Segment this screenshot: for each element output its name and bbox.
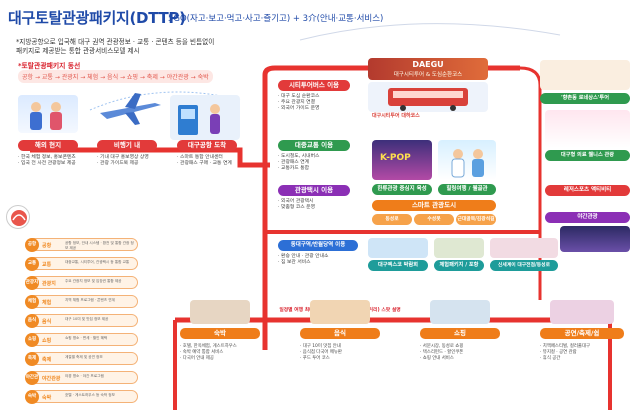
daegu-signboard: DAEGU 대구시티투어 & 도심순환코스 xyxy=(368,58,488,80)
legend-desc: 지역 체험 프로그램 · 콘텐츠 연계 xyxy=(65,298,137,303)
public-transit-detail: · 도시철도, 시내버스· 관광패스 연계· 교통카드 통합 xyxy=(278,154,358,173)
legend-label: 축제 xyxy=(42,356,51,363)
farm-tour-photo xyxy=(540,60,630,90)
legend-desc: 쇼핑 명소 · 면세 · 할인 혜택 xyxy=(65,336,137,341)
airplane-icon xyxy=(95,85,165,130)
legend-label: 숙박 xyxy=(42,394,51,401)
expo-photo xyxy=(368,238,428,258)
legend-label: 체험 xyxy=(42,299,51,306)
dongdaegu-detail: · 환승 안내 · 관광 안내소· 짐 보관 서비스 xyxy=(278,254,363,266)
legend-label: 교통 xyxy=(42,261,51,268)
legend-desc: 대구 10미 및 맛집 정보 제공 xyxy=(65,317,137,322)
doctor-icon xyxy=(438,140,496,180)
city-tour-detail: · 대구 도심 순환코스· 주요 관광지 연결· 외국어 가이드 운영 xyxy=(278,94,358,113)
logo-badge xyxy=(6,205,30,229)
airplane-illustration xyxy=(95,85,165,130)
step-performance: 공연/축제/쉼 xyxy=(540,328,624,339)
performance-detail: · 치맥페스티벌, 컬러풀대구· 뮤지컬 · 공연 관람· 휴식 공간 xyxy=(540,344,636,362)
ship-photo xyxy=(434,238,484,258)
airport-detail: · 스마트 통합 안내센터· 관광패스 구매 · 교통 연계 xyxy=(177,155,257,167)
people-icon xyxy=(18,95,78,133)
bus-icon xyxy=(368,82,488,112)
step-public-transit: 대중교통 이용 xyxy=(278,140,350,151)
food-photo xyxy=(310,300,370,324)
wellness-photo xyxy=(545,110,630,148)
legend-desc: 주요 관광지 정보 및 입장권 통합 제공 xyxy=(65,279,137,284)
smart-item: 근대골목/김광석길 xyxy=(456,214,496,225)
step-city-tour: 시티투어버스 이용 xyxy=(278,80,350,91)
step-tourist-taxi: 관광택시 이용 xyxy=(278,185,350,196)
lodging-detail: · 호텔, 한옥체험, 게스트하우스· 숙박 예약 통합 서비스· 다국어 안내… xyxy=(180,344,292,362)
legend-row: 야간관광야간관광 야경 명소 · 야간 프로그램 xyxy=(26,371,138,384)
food-detail: · 대구 10미 맛집 안내· 음식점 다국어 메뉴판· 푸드 투어 코스 xyxy=(300,344,412,362)
legend-dot: 체험 xyxy=(25,295,39,309)
airport-illustration xyxy=(170,95,240,140)
legend-dot: 쇼핑 xyxy=(25,333,39,347)
wellness-pill: 대구형 의료 웰니스 관광 xyxy=(545,150,630,161)
legend-desc: 계절별 축제 및 공연 정보 xyxy=(65,355,137,360)
smart-item: 수성못 xyxy=(414,214,454,225)
step-lodging: 숙박 xyxy=(180,328,260,339)
medical-pill: 힐링여행 / 웰골관 xyxy=(438,184,496,195)
airplane-detail: · 기내 대구 홍보영상 상영· 관광 가이드북 제공 xyxy=(97,155,167,167)
legend-dot: 음식 xyxy=(25,314,39,328)
kpop-illustration: K-POP xyxy=(372,140,432,180)
sinsegye-pill: 신세계이 대구전점/동성로 xyxy=(490,260,558,271)
kiosk-icon xyxy=(170,95,240,140)
legend-row: 숙박숙박 호텔 · 게스트하우스 등 숙박 정보 xyxy=(26,390,138,403)
bus-label: 대구시티투어 대하코스 xyxy=(372,113,492,119)
smart-city-pill: 스마트 관광도시 xyxy=(372,200,496,211)
legend-desc: 공항 정보, 안내 시스템 · 환전 및 통합 관광 정보 제공 xyxy=(65,241,137,250)
tourist-taxi-detail: · 외국어 관광택시· 맞춤형 코스 운영 xyxy=(278,199,358,211)
overseas-detail: · 한국 체험 정보, 홍보콘텐츠· 입국 전 사전 관광정보 제공 xyxy=(18,155,88,167)
night-pill: 야간관광 xyxy=(545,212,630,223)
nation-pill: 체험패키지 / 포항 xyxy=(434,260,484,271)
shopping-detail: · 서문시장, 동성로 쇼핑· 택스리펀드 · 할인쿠폰· 쇼핑 안내 서비스 xyxy=(420,344,532,362)
legend-label: 쇼핑 xyxy=(42,337,51,344)
legend-desc: 호텔 · 게스트하우스 등 숙박 정보 xyxy=(65,393,137,398)
overseas-illustration xyxy=(18,95,78,133)
legend-dot: 야간관광 xyxy=(25,371,39,385)
hanryu-pill: 한류관광 중심지 육성 xyxy=(372,184,432,195)
legend-dot: 숙박 xyxy=(25,390,39,404)
legend-dot: 관광지 xyxy=(25,276,39,290)
step-dongdaegu: 동대구역/반월당역 이용 xyxy=(278,240,358,251)
step-shopping: 쇼핑 xyxy=(420,328,500,339)
shopping-photo xyxy=(430,300,490,324)
night-photo xyxy=(560,226,630,252)
medical-illustration xyxy=(438,140,496,180)
legend-row: 쇼핑쇼핑 쇼핑 명소 · 면세 · 할인 혜택 xyxy=(26,333,138,346)
step-food: 음식 xyxy=(300,328,380,339)
step-airport: 대구공항 도착 xyxy=(177,140,237,151)
signboard-welcome: 대구시티투어 & 도심순환코스 xyxy=(368,70,488,78)
smart-item: 동성로 xyxy=(372,214,412,225)
kpop-text: K-POP xyxy=(380,153,411,163)
legend-desc: 야경 명소 · 야간 프로그램 xyxy=(65,374,137,379)
legend-label: 공항 xyxy=(42,242,51,249)
leisure-pill: 레저스포츠 액티비티 xyxy=(545,185,630,196)
legend-label: 관광지 xyxy=(42,280,56,287)
legend-desc: 대중교통, 시티투어, 관광택시 등 통합 교통 xyxy=(65,260,137,265)
festival-photo xyxy=(550,300,614,324)
legend-dot: 축제 xyxy=(25,352,39,366)
step-airplane: 비행기 내 xyxy=(97,140,157,151)
hanok-photo xyxy=(190,300,250,324)
step-overseas: 해외 현지 xyxy=(18,140,78,151)
legend-label: 야간관광 xyxy=(42,375,60,382)
signboard-text: DAEGU xyxy=(368,60,488,69)
legend-label: 음식 xyxy=(42,318,51,325)
farm-tour-pill: '향촌동 로네상스'투어 xyxy=(540,93,630,104)
legend-dot: 교통 xyxy=(25,257,39,271)
city-bus-illustration xyxy=(368,82,488,112)
expo-pill: 대구엑스코 박람회 xyxy=(368,260,428,271)
store-photo xyxy=(490,238,558,258)
legend-dot: 공항 xyxy=(25,238,39,252)
